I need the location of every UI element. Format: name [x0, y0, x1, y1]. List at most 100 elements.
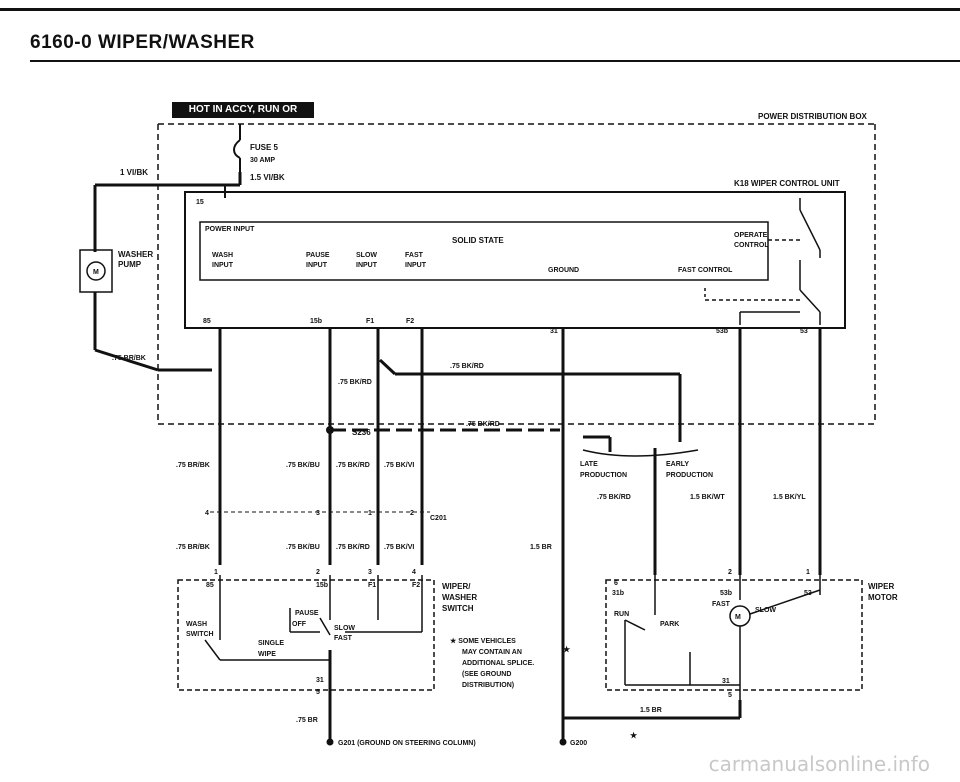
- pin-53b-label: 53b: [716, 328, 728, 335]
- pin-f2-label: F2: [406, 318, 414, 325]
- wiper-motor-label-1: WIPER: [868, 582, 894, 591]
- note-line-1: ★ SOME VEHICLES: [450, 637, 516, 645]
- wire-75bkvi-label: .75 BK/VI: [384, 462, 414, 469]
- motor-m-label: M: [735, 614, 741, 621]
- fuse-5: [233, 124, 241, 172]
- fuse-label: FUSE 5: [250, 143, 279, 152]
- wire-75brbk-label: .75 BR/BK: [176, 462, 210, 469]
- star-marker-b: ★: [630, 731, 638, 740]
- sw-31-label: 31: [316, 677, 324, 684]
- wire-75bkrd-label-a: .75 BK/RD: [338, 379, 372, 386]
- operate-control-label-1: OPERATE: [734, 232, 768, 239]
- wire-15br-label: 1.5 BR: [530, 544, 552, 551]
- wire-75bkrd-lower-label: .75 BK/RD: [336, 544, 370, 551]
- note-line-5: DISTRIBUTION): [462, 682, 514, 689]
- pin-53-label: 53: [800, 328, 808, 335]
- note-line-4: (SEE GROUND: [462, 671, 511, 678]
- washer-pump-label-2: PUMP: [118, 260, 142, 269]
- early-production-label-2: PRODUCTION: [666, 472, 713, 479]
- wire-15vibk-label: 1.5 VI/BK: [250, 173, 285, 182]
- motor-run-label: RUN: [614, 611, 629, 618]
- wiper-motor: [605, 575, 863, 700]
- fuse-amp-label: 30 AMP: [250, 157, 275, 164]
- sw-3-label: 3: [368, 569, 372, 576]
- c201-pin-2: 2: [410, 510, 414, 517]
- power-input-label: POWER INPUT: [205, 226, 255, 233]
- wash-input-label-1: WASH: [212, 252, 233, 259]
- single-wipe-label-1: SINGLE: [258, 640, 284, 647]
- k18-relay-contacts: [704, 198, 821, 325]
- g200-point: [559, 738, 567, 746]
- pause-label: PAUSE: [295, 610, 319, 617]
- sw-15b-label: 15b: [316, 582, 328, 589]
- pin-31-label: 31: [550, 328, 558, 335]
- production-variant: [582, 449, 699, 470]
- s236-label: S236: [352, 428, 371, 437]
- top-rule: [0, 8, 960, 11]
- k18-control-unit: [184, 191, 846, 329]
- slow-input-label-1: SLOW: [356, 252, 377, 259]
- late-production-label-1: LATE: [580, 461, 598, 468]
- power-distribution-box: [157, 123, 876, 425]
- wire-75bkrd-mid-label: .75 BK/RD: [336, 462, 370, 469]
- sw-5-label: 5: [316, 689, 320, 696]
- wire-75bkrd-label-b: .75 BK/RD: [450, 363, 484, 370]
- wiper-washer-switch-label-1: WIPER/: [442, 582, 471, 591]
- pin-15-label: 15: [196, 199, 204, 206]
- sw-f1-label: F1: [368, 582, 376, 589]
- off-label: OFF: [292, 621, 307, 628]
- motor-fast-label: FAST: [712, 601, 731, 608]
- sw-1-label: 1: [214, 569, 218, 576]
- wire-15bkwt-label: 1.5 BK/WT: [690, 494, 725, 501]
- motor-31-label: 31: [722, 678, 730, 685]
- c201-label: C201: [430, 515, 447, 522]
- fast-input-label-2: INPUT: [405, 262, 427, 269]
- motor-slow-label: SLOW: [755, 607, 776, 614]
- wiper-motor-label-2: MOTOR: [868, 593, 898, 602]
- sw-f2-label: F2: [412, 582, 420, 589]
- pin-f1-label: F1: [366, 318, 374, 325]
- wire-75bkrd-label-c: .75 BK/RD: [466, 421, 500, 428]
- sw-85-label: 85: [206, 582, 214, 589]
- slow-input-label-2: INPUT: [356, 262, 378, 269]
- pin-15b-label: 15b: [310, 318, 322, 325]
- page-title: 6160-0 WIPER/WASHER: [30, 32, 255, 53]
- wire-75brbk-top-label: .75 BR/BK: [112, 355, 146, 362]
- fast-label: FAST: [334, 635, 353, 642]
- fast-input-label-1: FAST: [405, 252, 424, 259]
- c201-pin-1: 1: [368, 510, 372, 517]
- wash-input-label-2: INPUT: [212, 262, 234, 269]
- washer-pump: [79, 249, 212, 372]
- pin-85-label: 85: [203, 318, 211, 325]
- wash-switch-label-1: WASH: [186, 621, 207, 628]
- wire-15bkyl-label: 1.5 BK/YL: [773, 494, 806, 501]
- watermark: carmanualsonline.info: [708, 752, 930, 776]
- c201-pin-3: 3: [316, 510, 320, 517]
- star-marker-a: ★: [563, 645, 571, 654]
- single-wipe-label-2: WIPE: [258, 651, 276, 658]
- harness-wires: [218, 328, 822, 710]
- wire-75bkvi-lower-label: .75 BK/VI: [384, 544, 414, 551]
- k18-label: K18 WIPER CONTROL UNIT: [734, 179, 840, 188]
- motor-1-label: 1: [806, 569, 810, 576]
- wiper-washer-switch-label-2: WASHER: [442, 593, 477, 602]
- wire-1vibk-label: 1 VI/BK: [120, 168, 148, 177]
- hot-in-accy-label: HOT IN ACCY, RUN OR START: [172, 102, 314, 131]
- s236-splice: [326, 426, 334, 434]
- motor-31b-label: 31b: [612, 590, 624, 597]
- slow-label: SLOW: [334, 625, 355, 632]
- note-line-3: ADDITIONAL SPLICE.: [462, 660, 534, 667]
- g200-label: G200: [570, 740, 587, 747]
- motor-6-label: 6: [614, 580, 618, 587]
- motor-53-label: 53: [804, 590, 812, 597]
- c201-pin-4: 4: [205, 510, 209, 517]
- solid-state-label: SOLID STATE: [452, 236, 504, 245]
- ground-label: GROUND: [548, 267, 579, 274]
- wire-75brbk-lower-label: .75 BR/BK: [176, 544, 210, 551]
- motor-2-label: 2: [728, 569, 732, 576]
- wire-75bkbu-lower-label: .75 BK/BU: [286, 544, 320, 551]
- wire-15br-bottom-label: 1.5 BR: [640, 707, 662, 714]
- wire-75br-label: .75 BR: [296, 717, 318, 724]
- power-distribution-box-label: POWER DISTRIBUTION BOX: [758, 112, 868, 121]
